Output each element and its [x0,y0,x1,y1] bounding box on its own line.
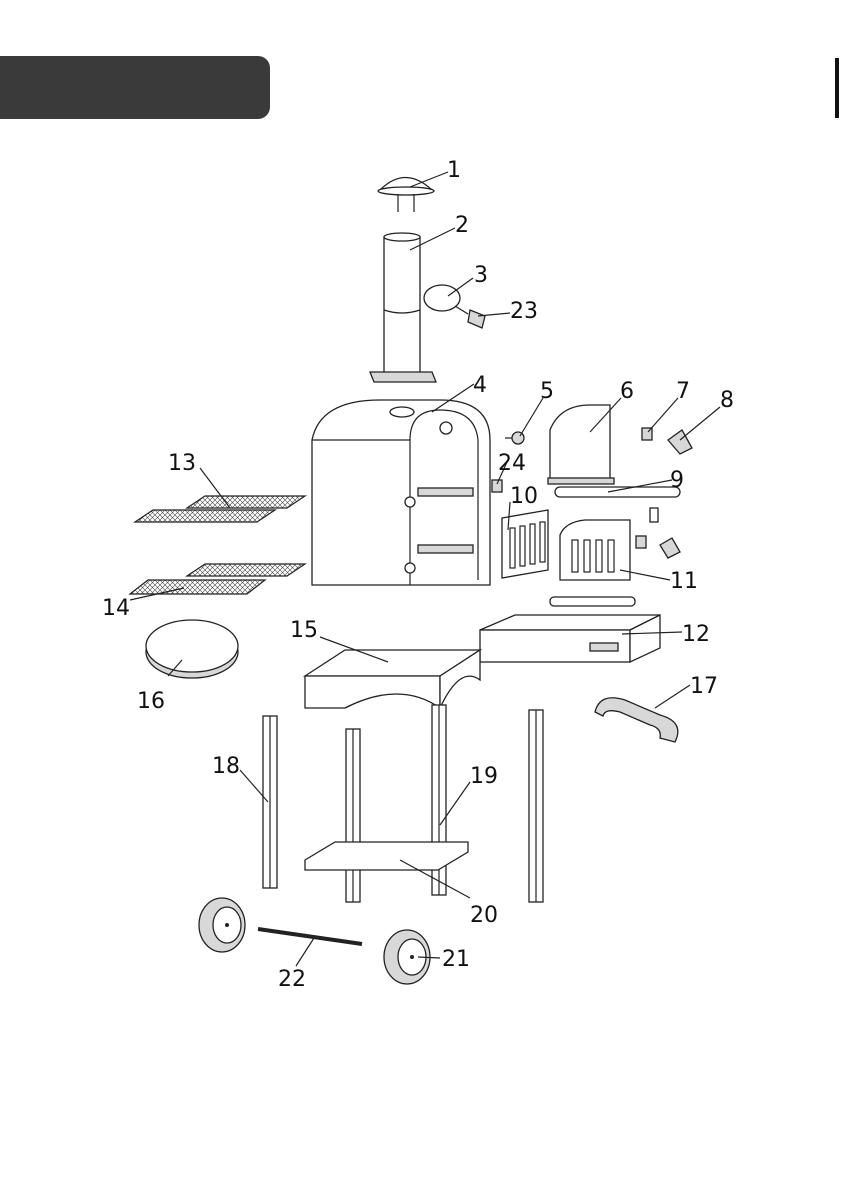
label-21: 21 [442,947,470,972]
label-14: 14 [102,596,130,621]
label-17: 17 [690,674,718,699]
label-15: 15 [290,618,318,643]
label-18: 18 [212,754,240,779]
label-1: 1 [447,158,461,183]
part-1-chimney-cap [378,178,434,213]
label-11: 11 [670,569,698,594]
part-23-knob [468,310,485,328]
label-7: 7 [676,379,690,404]
part-15-top-shelf [305,650,480,708]
part-22-axle [258,929,362,944]
part-4-oven-body [312,400,490,585]
part-13-upper-grills [135,496,305,522]
label-2: 2 [455,213,469,238]
label-19: 19 [470,764,498,789]
label-12: 12 [682,622,710,647]
label-13: 13 [168,451,196,476]
label-3: 3 [474,263,488,288]
part-16-pizza-stone [146,620,238,678]
part-20-bottom-shelf [305,842,468,870]
label-9: 9 [670,468,684,493]
label-20: 20 [470,903,498,928]
label-5: 5 [540,379,554,404]
leg-front-left [346,729,360,902]
label-24: 24 [498,451,526,476]
label-6: 6 [620,379,634,404]
label-23: 23 [510,299,538,324]
part-12-ash-drawer [480,615,660,662]
leg-rear-right [529,710,543,902]
lower-rod [550,597,635,606]
label-8: 8 [720,388,734,413]
part-2-chimney-pipe [370,233,436,382]
part-18-leg [263,716,277,888]
label-22: 22 [278,967,306,992]
part-17-cart-handle [595,698,678,742]
part-3-damper [424,285,468,314]
part-24-bracket [492,480,502,492]
part-11-lower-door [560,508,680,580]
label-16: 16 [137,689,165,714]
part-21-wheel-left [199,898,245,952]
part-14-lower-grills [130,564,305,594]
label-4: 4 [473,373,487,398]
part-9-rod [555,487,680,497]
label-10: 10 [510,484,538,509]
